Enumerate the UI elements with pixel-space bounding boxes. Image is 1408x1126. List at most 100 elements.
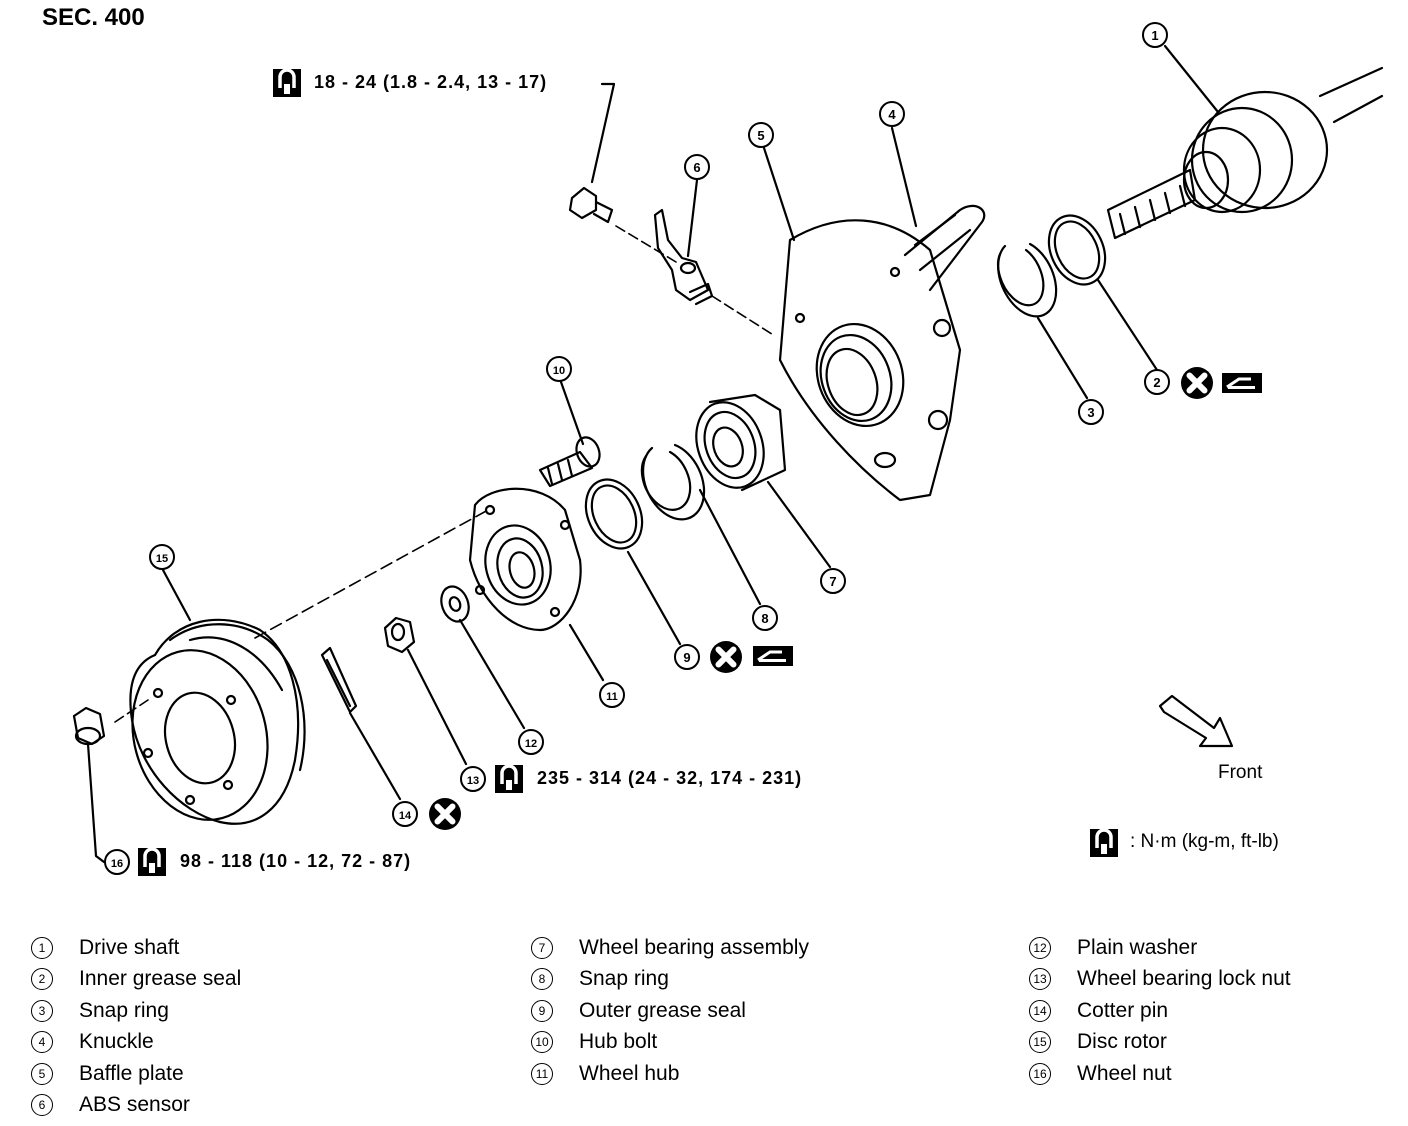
svg-text:2: 2 (1153, 375, 1160, 390)
inner-grease-seal-part (1047, 214, 1107, 286)
legend-column-2: 7 Wheel bearing assembly 8 Snap ring 9 Oute… (531, 932, 809, 1090)
legend-label: Wheel bearing lock nut (1077, 967, 1291, 991)
svg-text:6: 6 (693, 160, 700, 175)
legend-item: 1 Drive shaft (31, 932, 241, 964)
lock-nut-part (383, 616, 416, 654)
legend-label: Drive shaft (79, 935, 180, 959)
callout-8: 8 (752, 605, 778, 631)
snap-ring-8-part (641, 443, 706, 521)
legend-label: Plain washer (1077, 935, 1198, 959)
legend-number: 16 (1029, 1062, 1051, 1085)
legend-label: Snap ring (579, 967, 669, 991)
no-reuse-icon (429, 798, 461, 830)
callout-12: 12 (518, 729, 544, 755)
legend-number: 10 (531, 1031, 553, 1054)
hub-bolt-part (538, 436, 601, 488)
legend-label: Outer grease seal (579, 998, 746, 1022)
legend-item: 15 Disc rotor (1029, 1027, 1291, 1059)
wheel-bearing-assembly-part (695, 393, 787, 492)
cotter-pin-part (320, 646, 358, 714)
callout-11: 11 (599, 682, 625, 708)
legend-number: 9 (531, 999, 553, 1022)
plain-washer-part (440, 585, 470, 623)
legend-label: Cotter pin (1077, 998, 1169, 1022)
torque-spec-abs-bolt: 18 - 24 (1.8 - 2.4, 13 - 17) (314, 72, 548, 92)
legend-number: 6 (31, 1094, 53, 1117)
abs-sensor-part (653, 208, 714, 306)
wheel-nut-part (72, 706, 106, 746)
legend-item: 12 Plain washer (1029, 932, 1291, 964)
callout-3: 3 (1078, 399, 1104, 425)
callout-16: 16 (104, 849, 130, 875)
knuckle-part (778, 204, 986, 502)
legend-number: 2 (31, 968, 53, 991)
svg-text:5: 5 (757, 128, 764, 143)
wheel-hub-part (468, 487, 582, 632)
abs-bolt-part (568, 186, 614, 224)
callout-15: 15 (149, 544, 175, 570)
svg-text:9: 9 (683, 650, 690, 665)
legend-number: 4 (31, 1031, 53, 1054)
front-label: Front (1218, 762, 1263, 783)
legend-number: 15 (1029, 1031, 1051, 1054)
legend-label: Wheel bearing assembly (579, 935, 809, 959)
callout-14: 14 (392, 801, 418, 827)
svg-text:11: 11 (606, 691, 618, 703)
legend-label: Wheel nut (1077, 1061, 1172, 1085)
svg-text:12: 12 (525, 738, 537, 750)
svg-text:16: 16 (111, 858, 123, 870)
legend-number: 11 (531, 1062, 553, 1085)
grease-icon (1221, 372, 1263, 394)
outer-grease-seal-part (584, 478, 644, 550)
callout-4: 4 (879, 101, 905, 127)
svg-text:4: 4 (888, 107, 896, 122)
legend-number: 8 (531, 968, 553, 991)
callout-6: 6 (684, 154, 710, 180)
front-arrow-icon (1158, 694, 1234, 748)
legend-label: Baffle plate (79, 1061, 184, 1085)
grease-icon (752, 645, 794, 667)
callout-13: 13 (460, 766, 486, 792)
callout-7: 7 (820, 568, 846, 594)
legend-item: 8 Snap ring (531, 964, 809, 996)
legend-number: 12 (1029, 936, 1051, 959)
legend-number: 3 (31, 999, 53, 1022)
callout-5: 5 (748, 122, 774, 148)
torque-spec-wheel-nut: 98 - 118 (10 - 12, 72 - 87) (180, 851, 412, 871)
svg-text:10: 10 (553, 365, 565, 377)
legend-item: 13 Wheel bearing lock nut (1029, 964, 1291, 996)
legend-number: 7 (531, 936, 553, 959)
torque-spec-lock-nut: 235 - 314 (24 - 32, 174 - 231) (537, 768, 803, 788)
svg-text:7: 7 (829, 574, 836, 589)
legend-item: 4 Knuckle (31, 1027, 241, 1059)
legend-item: 14 Cotter pin (1029, 995, 1291, 1027)
svg-text:14: 14 (399, 810, 412, 822)
torque-icon (1089, 828, 1119, 858)
drive-shaft-part (1106, 66, 1384, 240)
legend-label: Disc rotor (1077, 1030, 1167, 1054)
callout-10: 10 (546, 356, 572, 382)
leader-abs-bolt (590, 82, 616, 184)
legend-item: 10 Hub bolt (531, 1027, 809, 1059)
legend-label: Hub bolt (579, 1030, 658, 1054)
legend-number: 13 (1029, 968, 1051, 991)
legend-number: 14 (1029, 999, 1051, 1022)
unit-note: : N·m (kg-m, ft-lb) (1130, 831, 1279, 852)
torque-icon (494, 764, 524, 794)
callout-2: 2 (1144, 369, 1170, 395)
callout-9: 9 (674, 644, 700, 670)
svg-text:13: 13 (467, 775, 479, 787)
legend-number: 1 (31, 936, 53, 959)
exploded-view-diagram: 1 2 3 4 5 6 7 8 9 10 11 12 13 14 15 16 (72, 22, 1384, 877)
no-reuse-icon (1181, 367, 1213, 399)
legend-item: 7 Wheel bearing assembly (531, 932, 809, 964)
no-reuse-icon (710, 641, 742, 673)
legend-label: Knuckle (79, 1030, 154, 1054)
svg-text:15: 15 (156, 553, 168, 565)
